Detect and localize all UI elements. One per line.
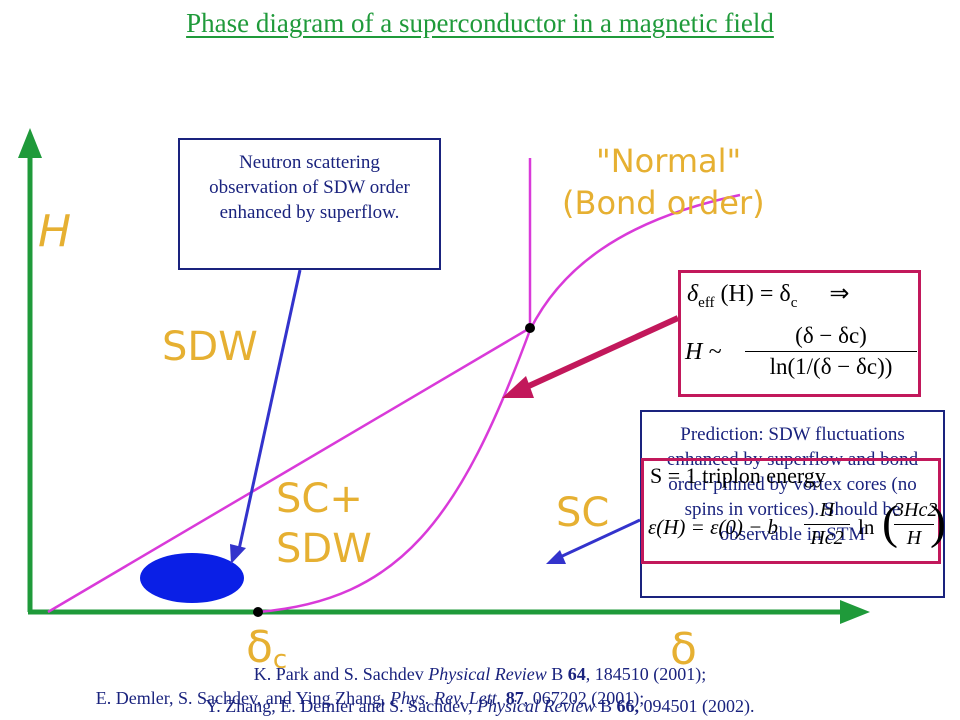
- delta-c-point: [253, 607, 263, 617]
- triplon-formula-box: S = 1 triplon energy ε(H) = ε(0) − b H H…: [641, 458, 946, 564]
- formula-delta: δ: [687, 281, 699, 307]
- page-title: Phase diagram of a superconductor in a m…: [186, 8, 774, 38]
- triplon-frac1-num: H: [819, 499, 835, 521]
- region-normal-label: "Normal": [596, 142, 741, 180]
- crossover-numerator: (δ − δc): [795, 323, 867, 348]
- triplon-frac1-den: Hc2: [810, 527, 844, 549]
- formula-mid: (H) = δ: [720, 281, 791, 307]
- triplon-frac2-num: 3Hc2: [894, 499, 938, 521]
- vortex-ellipse: [140, 553, 244, 603]
- prediction-arrowhead: [546, 550, 566, 564]
- formula-arrow: [518, 315, 680, 393]
- triplon-title: S = 1 triplon energy: [650, 463, 826, 488]
- formula-implies: ⇒: [829, 281, 850, 307]
- prediction-arrow: [557, 518, 641, 560]
- ref1-authors: K. Park and S. Sachdev: [253, 664, 424, 684]
- reference-2: E. Demler, S. Sachdev, and Ying Zhang, P…: [0, 688, 850, 709]
- ref2-volume: 87: [505, 688, 524, 708]
- reference-1: K. Park and S. Sachdev Physical Review B…: [0, 664, 960, 685]
- critical-point: [525, 323, 535, 333]
- region-bond-order-label: (Bond order): [562, 184, 765, 222]
- neutron-note: Neutron scattering observation of SDW or…: [178, 138, 441, 270]
- ref3-authors: Y. Zhang, E. Demler and S. Sachdev,: [205, 696, 473, 716]
- crossover-fraction-bar: [745, 351, 917, 352]
- ref1-volume: 64: [567, 664, 586, 684]
- region-sc-label: SC: [556, 490, 609, 536]
- region-sc-sdw-label-line2: SDW: [276, 526, 372, 572]
- crossover-condition: δeff (H) = δc ⇒: [687, 279, 850, 312]
- sdw-boundary-line: [47, 326, 531, 614]
- ref3-series: B: [599, 696, 612, 716]
- crossover-formula-box: δeff (H) = δc ⇒ H ~ (δ − δc) ln(1/(δ − δ…: [678, 270, 921, 397]
- formula-eff-sub: eff: [698, 294, 715, 311]
- ref3-volume: 66,: [616, 696, 639, 716]
- prediction-note-text: Prediction: SDW fluctuations enhanced by…: [666, 424, 919, 545]
- delta-c-symbol: δ: [246, 622, 273, 673]
- sdw-boundary-upper: [528, 193, 741, 331]
- neutron-note-text: Neutron scattering observation of SDW or…: [209, 152, 410, 223]
- triplon-paren-right: ): [930, 496, 946, 549]
- triplon-frac2-bar: [894, 524, 934, 525]
- ref1-rest: , 184510 (2001);: [585, 664, 707, 684]
- delta-c-subscript: c: [273, 645, 287, 675]
- triplon-fraction-2: 3Hc2 H: [894, 499, 938, 550]
- neutron-arrow: [236, 269, 302, 555]
- reference-3: Y. Zhang, E. Demler and S. Sachdev, Phys…: [0, 696, 960, 717]
- sc-boundary-curve: [257, 329, 532, 614]
- ref3-journal: Physical Review: [476, 696, 596, 716]
- triplon-lhs: ε(H) = ε(0) − b: [648, 515, 779, 539]
- crossover-fraction: (δ − δc) ln(1/(δ − δc)): [745, 323, 917, 380]
- triplon-frac2-den: H: [906, 527, 922, 549]
- region-sc-sdw-label-line1: SC+: [276, 476, 363, 522]
- ref1-series: B: [551, 664, 564, 684]
- ref3-rest: 094501 (2002).: [638, 696, 755, 716]
- triplon-frac1-bar: [804, 524, 850, 525]
- region-sdw-label: SDW: [162, 324, 258, 370]
- ref1-journal: Physical Review: [428, 664, 547, 684]
- crossover-denominator: ln(1/(δ − δc)): [769, 354, 893, 379]
- triplon-paren-left: (: [882, 496, 898, 549]
- ref2-rest: , 067202 (2001);: [523, 688, 645, 708]
- triplon-fraction-1: H Hc2: [804, 499, 850, 550]
- ref2-journal: Phys. Rev. Lett.: [390, 688, 502, 708]
- formula-arrowhead: [502, 376, 534, 398]
- x-axis-arrowhead: [840, 600, 870, 624]
- formula-c-sub: c: [790, 294, 798, 311]
- y-axis-label: H: [38, 206, 71, 257]
- y-axis-arrowhead: [18, 128, 42, 158]
- neutron-arrowhead: [230, 544, 246, 564]
- ref2-authors: E. Demler, S. Sachdev, and Ying Zhang,: [95, 688, 386, 708]
- formula-h-sim: H ~: [685, 339, 722, 365]
- x-axis-label: δ: [670, 624, 697, 675]
- prediction-note: Prediction: SDW fluctuations enhanced by…: [640, 410, 945, 598]
- delta-c-label: δc: [246, 622, 287, 675]
- triplon-ln: ln: [858, 515, 875, 539]
